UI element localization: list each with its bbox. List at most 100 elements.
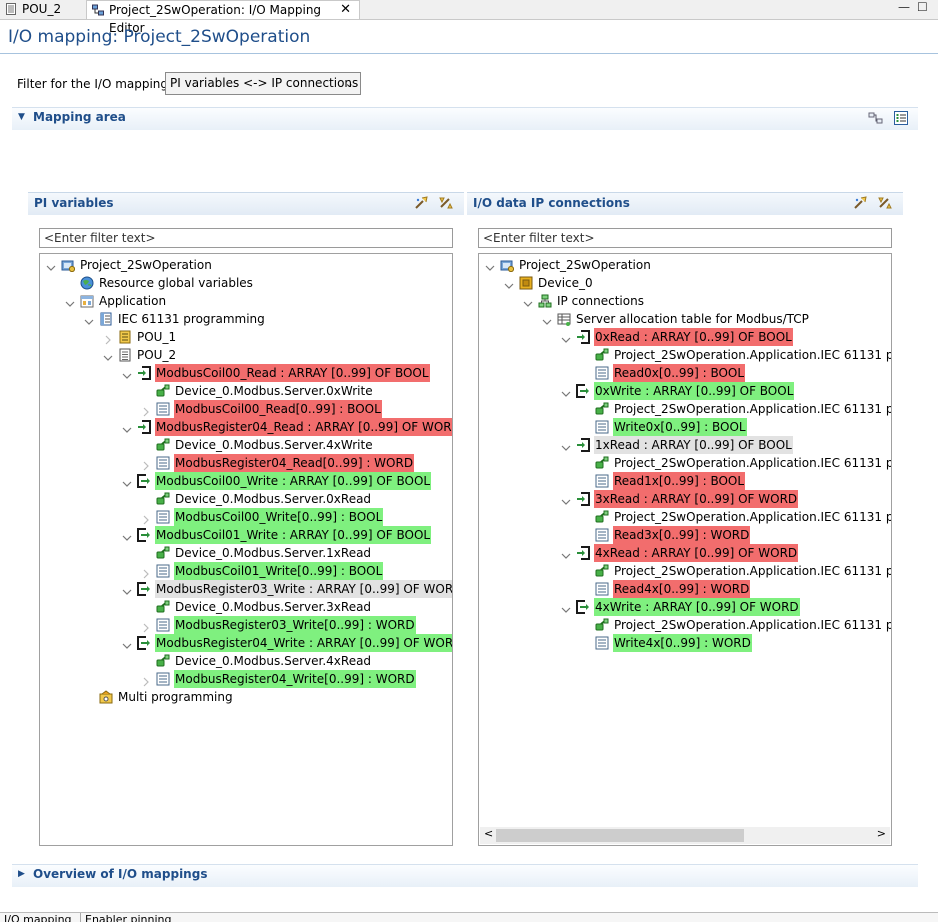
title-divider [0, 53, 938, 54]
tree-node-label: Application [99, 294, 167, 308]
chevron-right-icon[interactable] [141, 458, 151, 471]
array-element-icon [156, 618, 170, 632]
chevron-down-icon[interactable] [122, 584, 132, 595]
expand-all-icon[interactable] [414, 196, 430, 210]
chevron-down-icon[interactable] [65, 296, 75, 307]
chevron-down-icon[interactable] [561, 386, 571, 397]
tab-enabler-pinning[interactable]: Enabler pinning [80, 913, 171, 922]
chevron-down-icon[interactable] [103, 350, 113, 361]
chevron-down-icon[interactable] [122, 368, 132, 379]
mapping-link-icon [595, 510, 609, 524]
panel-title: PI variables [34, 196, 114, 210]
mapping-area-title: Mapping area [33, 110, 126, 124]
chevron-right-icon[interactable] [141, 620, 151, 633]
network-icon [538, 294, 552, 308]
chevron-down-icon[interactable] [561, 440, 571, 451]
tree-node-label: Device_0 [538, 276, 593, 290]
chevron-down-icon[interactable] [561, 494, 571, 505]
chevron-down-icon[interactable] [523, 296, 533, 307]
tree-node-label: 0xWrite : ARRAY [0..99] OF BOOL [594, 382, 795, 400]
overview-title: Overview of I/O mappings [33, 867, 208, 881]
tree-node-label: ModbusCoil01_Write[0..99] : BOOL [174, 562, 384, 580]
ip-connections-header: I/O data IP connections [467, 192, 903, 215]
tab-io-mapping-editor[interactable]: Project_2SwOperation: I/O Mapping Editor… [86, 0, 360, 35]
expand-all-icon[interactable] [853, 196, 869, 210]
chevron-down-icon[interactable] [542, 314, 552, 325]
chevron-right-icon[interactable] [141, 566, 151, 579]
tree-node-label: Read4x[0..99] : WORD [613, 580, 751, 598]
collapse-all-icon[interactable] [438, 196, 454, 210]
tab-io-mapping[interactable]: I/O mapping [4, 913, 72, 922]
chevron-down-icon[interactable] [561, 548, 571, 559]
chevron-down-icon[interactable] [122, 476, 132, 487]
chevron-down-icon[interactable] [122, 530, 132, 541]
collapse-all-icon[interactable] [877, 196, 893, 210]
mapping-filter-select[interactable]: PI variables <-> IP connections ⌄ [165, 72, 361, 95]
tree-node-label: ModbusCoil01_Write : ARRAY [0..99] OF BO… [155, 526, 432, 544]
collapse-arrow-icon: ▼ [18, 112, 25, 122]
output-variable-icon [576, 600, 590, 614]
tree-node-label: Device_0.Modbus.Server.3xRead [175, 600, 372, 614]
panel-title: I/O data IP connections [473, 196, 630, 210]
tree-node-label: POU_1 [137, 330, 177, 344]
mapping-area-header[interactable]: ▼ Mapping area [12, 107, 918, 130]
scroll-right-icon[interactable]: > [876, 827, 886, 840]
multi-programming-icon [99, 690, 113, 704]
chevron-right-icon[interactable] [141, 512, 151, 525]
chevron-down-icon[interactable] [504, 278, 514, 289]
array-element-icon [156, 510, 170, 524]
tab-pou-2[interactable]: POU_2 [0, 0, 80, 19]
application-icon [80, 294, 94, 308]
editor-tab-bar: POU_2 Project_2SwOperation: I/O Mapping … [0, 0, 938, 35]
layout-toggle-icon[interactable] [868, 111, 884, 125]
minimize-icon[interactable]: — [898, 0, 910, 14]
chevron-down-icon[interactable] [561, 332, 571, 343]
pi-variables-filter-input[interactable]: <Enter filter text> [39, 228, 453, 248]
close-icon[interactable]: ✕ [340, 2, 351, 17]
tree-node-label: Resource global variables [99, 276, 253, 290]
tree-node-label: Write0x[0..99] : BOOL [613, 418, 747, 436]
horizontal-scrollbar[interactable]: < > [480, 827, 890, 844]
chevron-down-icon[interactable] [84, 314, 94, 325]
mapping-link-icon [595, 564, 609, 578]
input-variable-icon [576, 330, 590, 344]
scrollbar-thumb[interactable] [496, 829, 744, 842]
tree-node-label: Device_0.Modbus.Server.0xWrite [175, 384, 373, 398]
maximize-icon[interactable]: ☐ [917, 0, 928, 14]
panel-toolbar [414, 196, 454, 213]
chevron-down-icon[interactable] [46, 260, 56, 271]
chevron-right-icon[interactable] [141, 404, 151, 417]
device-icon [519, 276, 533, 290]
iec-programming-icon [99, 312, 113, 326]
array-element-icon [156, 672, 170, 686]
mapping-link-icon [595, 402, 609, 416]
tree-node-label: ModbusCoil00_Read[0..99] : BOOL [174, 400, 382, 418]
ip-connections-filter-input[interactable]: <Enter filter text> [478, 228, 892, 248]
tree-node-label: 4xWrite : ARRAY [0..99] OF WORD [594, 598, 800, 616]
chevron-down-icon[interactable] [122, 422, 132, 433]
tree-node-label: Write4x[0..99] : WORD [613, 634, 752, 652]
tree-node-label: 1xRead : ARRAY [0..99] OF BOOL [594, 436, 793, 454]
chevron-down-icon[interactable] [122, 638, 132, 649]
scroll-left-icon[interactable]: < [484, 827, 494, 840]
tree-node-label: ModbusRegister03_Write[0..99] : WORD [174, 616, 416, 634]
tree-node-label: Project_2SwOperation.Application.IEC 611… [614, 510, 891, 524]
chevron-right-icon[interactable] [141, 674, 151, 687]
chevron-right-icon[interactable] [103, 332, 113, 345]
tree-node-label: Read1x[0..99] : BOOL [613, 472, 746, 490]
tree-node-label: Read0x[0..99] : BOOL [613, 364, 746, 382]
chevron-down-icon[interactable] [561, 602, 571, 613]
chevron-down-icon[interactable] [485, 260, 495, 271]
io-mapping-icon [92, 4, 104, 16]
array-element-icon [595, 528, 609, 542]
tree-node-label: 4xRead : ARRAY [0..99] OF WORD [594, 544, 799, 562]
overview-header[interactable]: ▶ Overview of I/O mappings [12, 864, 918, 887]
mapping-link-icon [156, 600, 170, 614]
input-variable-icon [576, 492, 590, 506]
tree-node-label: Project_2SwOperation.Application.IEC 611… [614, 618, 891, 632]
list-view-icon[interactable] [894, 111, 908, 125]
mapping-link-icon [156, 654, 170, 668]
tree-node-label: Project_2SwOperation.Application.IEC 611… [614, 348, 891, 362]
allocation-table-icon [557, 312, 571, 326]
